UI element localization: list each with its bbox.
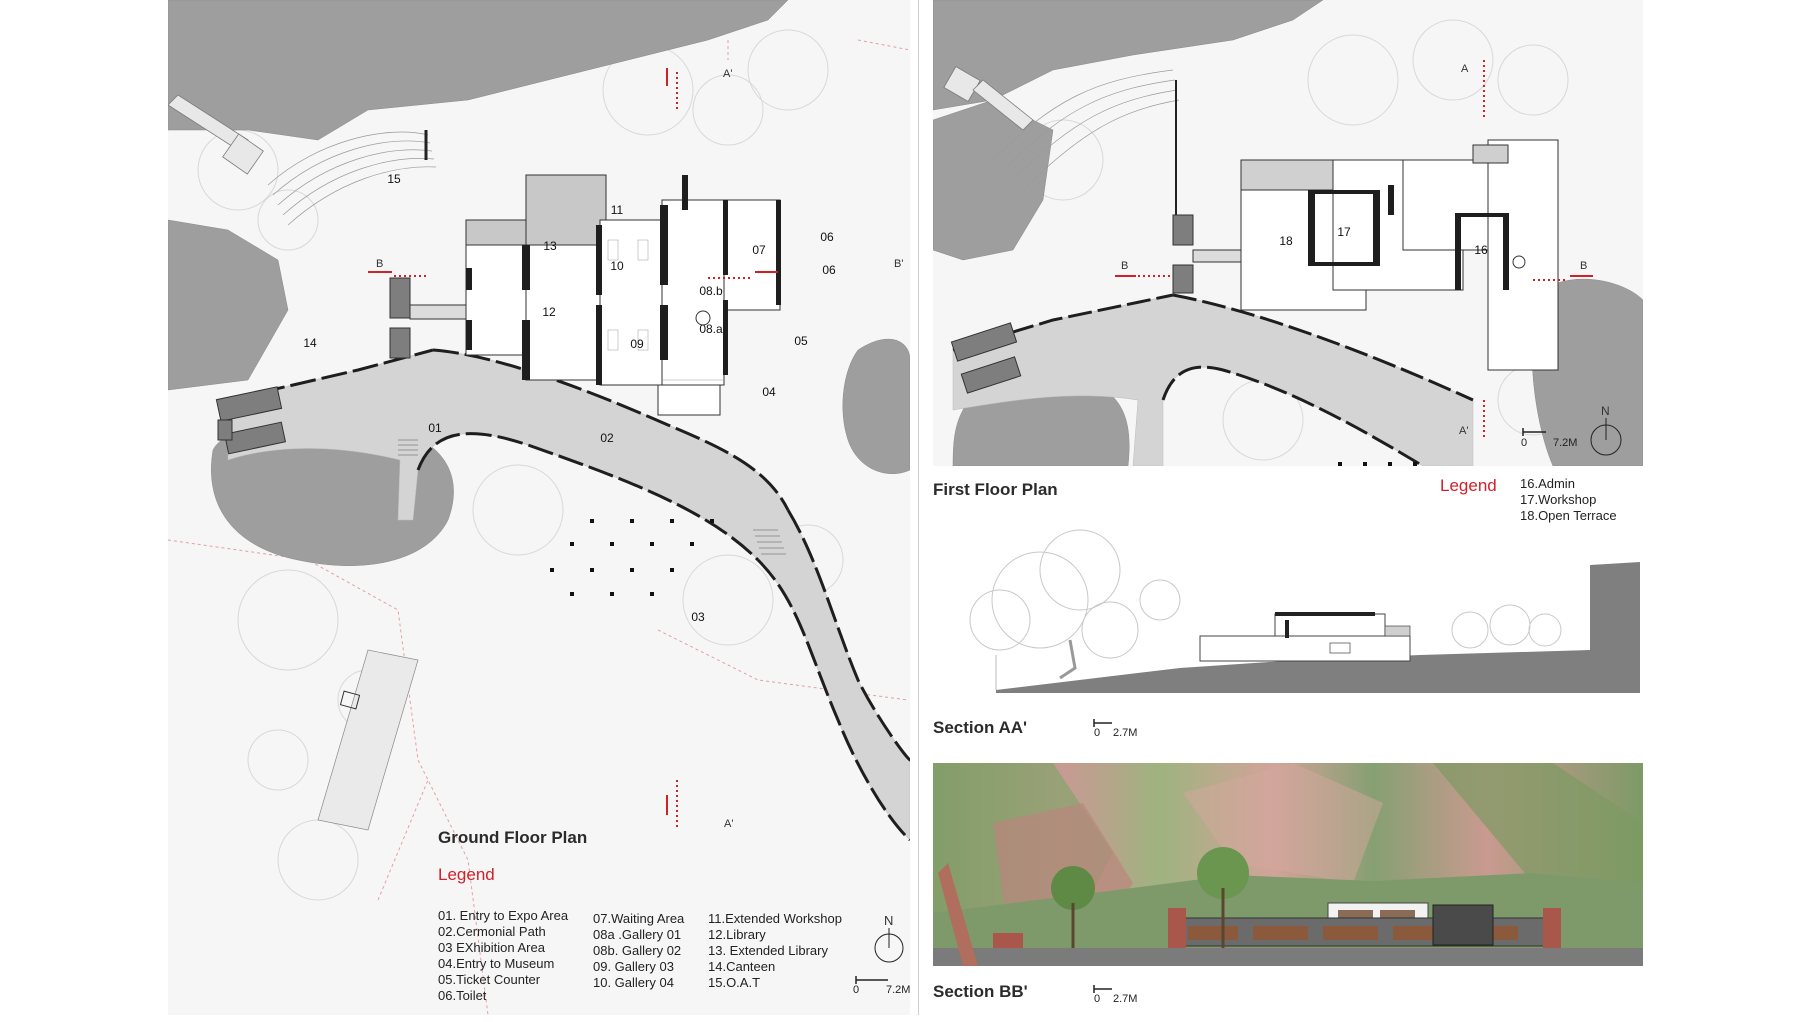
scale-zero: 0 xyxy=(1521,437,1528,449)
label-09: 09 xyxy=(630,337,644,351)
first-floor-plan-panel: 16 17 18 A A' B B N 0 7.2M xyxy=(933,0,1643,466)
ground-floor-plan-drawing xyxy=(168,0,910,1015)
section-mark-a-top: A' xyxy=(723,68,733,80)
section-mark-b-left: B xyxy=(376,258,384,270)
label-04: 04 xyxy=(762,385,776,399)
scale-distance: 7.2M xyxy=(1553,437,1578,449)
section-mark-a-bottom: A' xyxy=(1459,425,1469,437)
label-06-top: 06 xyxy=(820,230,834,244)
legend-item: 08a .Gallery 01 xyxy=(593,927,682,942)
label-18: 18 xyxy=(1279,234,1293,248)
label-02: 02 xyxy=(600,431,614,445)
legend-item: 04.Entry to Museum xyxy=(438,956,555,971)
section-bb-scene xyxy=(933,763,1643,966)
legend-item: 08b. Gallery 02 xyxy=(593,943,682,958)
label-13: 13 xyxy=(543,239,557,253)
label-12: 12 xyxy=(542,305,556,319)
ground-floor-legend-col1: 01. Entry to Expo Area 02.Cermonial Path… xyxy=(438,908,568,1004)
legend-item: 11.Extended Workshop xyxy=(708,911,842,926)
legend-item: 16.Admin xyxy=(1520,476,1575,491)
legend-item: 06.Toilet xyxy=(438,988,487,1003)
ground-floor-legend-col2: 07.Waiting Area 08a .Gallery 01 08b. Gal… xyxy=(593,911,684,991)
rock-mass-top xyxy=(168,0,789,141)
legend-item: 03 EXhibition Area xyxy=(438,940,545,955)
legend-item: 07.Waiting Area xyxy=(593,911,685,926)
section-mark-b-left: B xyxy=(1121,260,1129,272)
label-06-bottom: 06 xyxy=(822,263,836,277)
section-aa-scale-distance: 2.7M xyxy=(1113,727,1138,739)
legend-item: 05.Ticket Counter xyxy=(438,972,541,987)
legend-item: 09. Gallery 03 xyxy=(593,959,674,974)
first-floor-legend: 16.Admin 17.Workshop 18.Open Terrace xyxy=(1520,476,1617,524)
label-10: 10 xyxy=(610,259,624,273)
rock-mass-left xyxy=(933,99,1054,261)
label-01: 01 xyxy=(428,421,442,435)
first-floor-plan-drawing xyxy=(933,0,1643,466)
museum-walls xyxy=(466,175,781,385)
rock-mass-right xyxy=(842,339,910,474)
section-bb-render xyxy=(933,763,1643,966)
label-16: 16 xyxy=(1474,243,1488,257)
scale-distance: 7.2M xyxy=(886,984,910,996)
first-floor-walls xyxy=(1308,185,1509,290)
panel-divider xyxy=(918,0,919,1015)
label-07: 07 xyxy=(752,243,766,257)
ground-floor-plan-panel: 01 02 03 04 05 06 06 07 08.a 08.b 09 10 … xyxy=(168,0,910,1015)
legend-item: 13. Extended Library xyxy=(708,943,828,958)
section-mark-b-right: B' xyxy=(894,258,904,270)
legend-item: 15.O.A.T xyxy=(708,975,761,990)
legend-item: 10. Gallery 04 xyxy=(593,975,674,990)
label-14: 14 xyxy=(303,336,317,350)
legend-item: 12.Library xyxy=(708,927,766,942)
legend-item: 01. Entry to Expo Area xyxy=(438,908,569,923)
legend-item: 02.Cermonial Path xyxy=(438,924,546,939)
legend-item: 18.Open Terrace xyxy=(1520,508,1617,523)
section-aa-ground xyxy=(996,562,1640,693)
north-arrow-icon xyxy=(1590,418,1622,456)
label-08a: 08.a xyxy=(699,322,723,336)
label-17: 17 xyxy=(1337,225,1351,239)
section-mark-a-bottom: A' xyxy=(724,818,734,830)
first-floor-legend-title: Legend xyxy=(1440,476,1497,495)
scale-zero: 0 xyxy=(853,984,860,996)
label-11: 11 xyxy=(610,203,624,217)
section-aa-title: Section AA' xyxy=(933,718,1028,737)
section-mark-b-right: B xyxy=(1580,260,1588,272)
north-label: N xyxy=(1601,404,1610,418)
exhibition-column-grid xyxy=(550,519,714,596)
first-floor-building xyxy=(1192,139,1559,371)
label-05: 05 xyxy=(794,334,808,348)
north-label: N xyxy=(884,913,894,928)
scale-bar-icon xyxy=(1522,428,1546,436)
label-08b: 08.b xyxy=(699,284,723,298)
section-aa-scale-zero: 0 xyxy=(1094,727,1101,739)
ground-floor-plan-title: Ground Floor Plan xyxy=(438,828,588,847)
museum-building xyxy=(389,174,781,416)
rock-mass-top xyxy=(933,0,1324,111)
section-bb-title: Section BB' xyxy=(933,982,1028,1001)
first-floor-plan-title: First Floor Plan xyxy=(933,480,1058,499)
section-bb-scale-distance: 2.7M xyxy=(1113,993,1138,1005)
ground-floor-legend-col3: 11.Extended Workshop 12.Library 13. Exte… xyxy=(708,911,842,991)
ceremonial-path xyxy=(227,349,910,841)
label-15: 15 xyxy=(387,172,401,186)
section-bb-scale-zero: 0 xyxy=(1094,993,1101,1005)
section-mark-a-top: A xyxy=(1461,63,1469,75)
legend-item: 17.Workshop xyxy=(1520,492,1597,507)
legend-item: 14.Canteen xyxy=(708,959,776,974)
ground-floor-legend-title: Legend xyxy=(438,865,495,884)
label-03: 03 xyxy=(691,610,705,624)
rock-mass-left xyxy=(168,219,289,391)
